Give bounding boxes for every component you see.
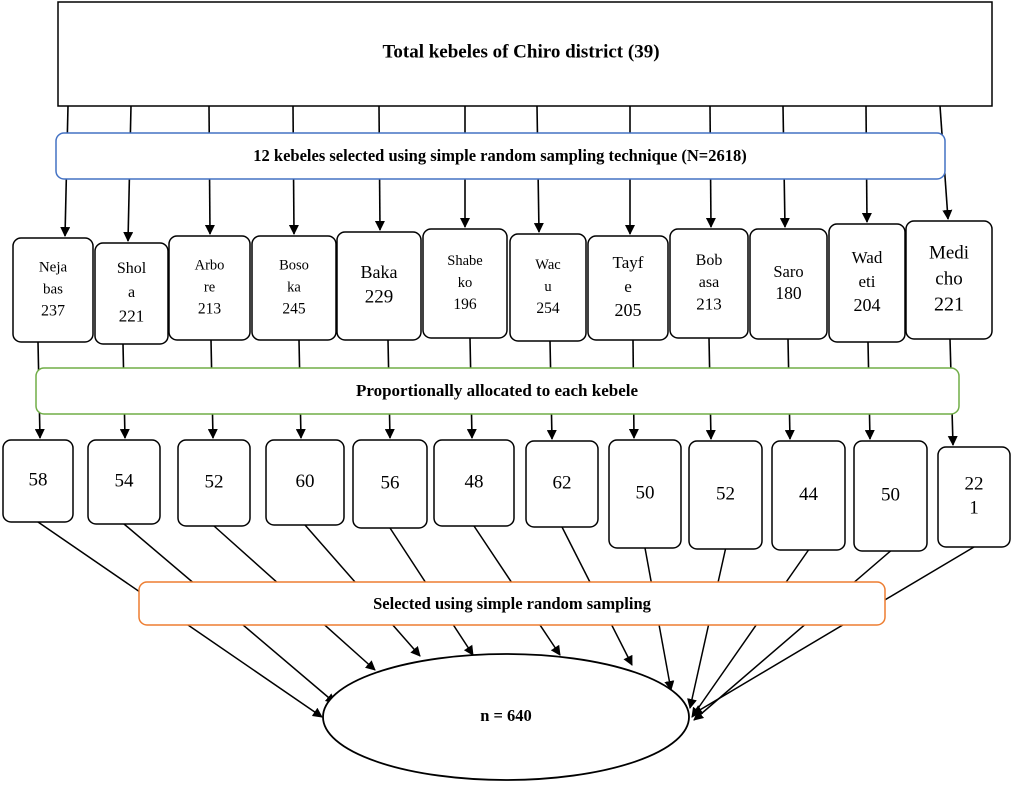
sample-size: 52 bbox=[205, 471, 224, 492]
kebele-name: Neja bbox=[39, 259, 68, 275]
kebele-box: Wac u 254 bbox=[509, 233, 587, 342]
kebele-box: Arbo re 213 bbox=[168, 235, 251, 341]
kebele-box: Saro 180 bbox=[749, 228, 828, 340]
sample-size: 54 bbox=[115, 470, 135, 491]
kebele-name: Arbo bbox=[195, 257, 225, 273]
kebele-box: Baka 229 bbox=[336, 231, 422, 341]
kebele-name: Tayf bbox=[613, 253, 644, 272]
sample-size: 62 bbox=[553, 472, 572, 493]
kebele-box: Wad eti 204 bbox=[828, 223, 906, 343]
total-kebeles-box: Total kebeles of Chiro district (39) bbox=[57, 1, 993, 107]
kebele-total: 237 bbox=[41, 303, 65, 320]
kebele-name: ko bbox=[458, 275, 473, 291]
kebele-box: Shol a 221 bbox=[94, 242, 169, 345]
kebele-name: Wac bbox=[535, 257, 560, 273]
allocation-band: Proportionally allocated to each kebele bbox=[35, 367, 960, 415]
kebele-name: Wad bbox=[852, 248, 883, 267]
kebele-total: 221 bbox=[119, 306, 145, 325]
kebele-total: 213 bbox=[696, 294, 722, 313]
kebele-name: Boso bbox=[279, 257, 309, 273]
sample-box: 221 bbox=[937, 446, 1011, 548]
result-label: n = 640 bbox=[480, 706, 532, 725]
sample-box: 54 bbox=[87, 439, 161, 525]
kebele-box: Bob asa 213 bbox=[669, 228, 749, 339]
selection-band: 12 kebeles selected using simple random … bbox=[55, 132, 946, 180]
sample-size: 52 bbox=[716, 483, 735, 504]
kebele-name: Shol bbox=[117, 260, 147, 277]
final-selection-band: Selected using simple random sampling bbox=[138, 581, 886, 626]
kebele-total: 254 bbox=[536, 300, 560, 317]
sample-size: 50 bbox=[636, 482, 655, 503]
sample-size: 22 bbox=[965, 473, 984, 494]
kebele-name: a bbox=[128, 284, 135, 301]
kebele-name: Medi bbox=[929, 242, 969, 263]
kebele-name: Shabe bbox=[447, 253, 482, 269]
sample-size: 50 bbox=[881, 484, 900, 505]
sample-box: 60 bbox=[265, 439, 345, 526]
sample-box: 62 bbox=[525, 440, 599, 528]
kebele-box: Shabe ko 196 bbox=[422, 228, 508, 339]
sample-box: 52 bbox=[688, 440, 763, 550]
kebele-name: Saro bbox=[773, 262, 803, 281]
sample-size: 48 bbox=[465, 471, 484, 492]
kebele-name: ka bbox=[287, 279, 301, 295]
kebele-name: re bbox=[204, 279, 215, 295]
selection-arrow bbox=[692, 546, 975, 715]
kebele-total: 229 bbox=[365, 286, 394, 307]
sample-box: 58 bbox=[2, 439, 74, 523]
kebele-name: bas bbox=[43, 281, 63, 297]
sample-box: 48 bbox=[433, 439, 515, 527]
kebele-name: u bbox=[544, 279, 551, 295]
selection-label: 12 kebeles selected using simple random … bbox=[253, 146, 746, 165]
sample-box: 44 bbox=[771, 440, 846, 551]
sample-box: 50 bbox=[853, 440, 928, 552]
kebele-total: 213 bbox=[198, 301, 222, 318]
sample-size: 44 bbox=[799, 484, 819, 505]
kebele-box: Medi cho 221 bbox=[905, 220, 993, 340]
kebele-total: 245 bbox=[282, 301, 306, 318]
sample-box: 50 bbox=[608, 439, 682, 549]
kebele-box: Neja bas 237 bbox=[12, 237, 94, 343]
final-selection-label: Selected using simple random sampling bbox=[373, 594, 652, 613]
selection-arrow bbox=[691, 549, 810, 718]
sample-box: 56 bbox=[352, 439, 428, 529]
kebele-total: 205 bbox=[615, 300, 642, 320]
kebele-name: Baka bbox=[361, 262, 398, 282]
kebele-total: 196 bbox=[453, 296, 477, 313]
kebele-name: e bbox=[624, 277, 632, 296]
kebele-box: Tayf e 205 bbox=[587, 235, 669, 341]
result-ellipse: n = 640 bbox=[322, 653, 690, 781]
kebele-name: asa bbox=[699, 274, 719, 291]
sample-size: 58 bbox=[29, 469, 48, 490]
kebele-total: 204 bbox=[854, 295, 881, 315]
kebele-box: Boso ka 245 bbox=[251, 235, 337, 341]
kebele-name: eti bbox=[859, 272, 876, 291]
allocation-label: Proportionally allocated to each kebele bbox=[356, 381, 638, 400]
sample-box: 52 bbox=[177, 439, 251, 527]
kebele-row: Neja bas 237 Shol a 221 Arbo re 213 Boso ka 245 Baka… bbox=[12, 220, 993, 345]
sample-size: 60 bbox=[296, 471, 315, 492]
kebele-name: cho bbox=[935, 268, 962, 289]
kebele-name: Bob bbox=[696, 252, 723, 269]
selection-arrow bbox=[693, 550, 891, 721]
sample-size: 56 bbox=[381, 472, 400, 493]
kebele-total: 180 bbox=[775, 283, 802, 303]
kebele-total: 221 bbox=[934, 294, 964, 316]
selection-arrow bbox=[687, 548, 727, 709]
total-kebeles-title: Total kebeles of Chiro district (39) bbox=[382, 41, 659, 62]
sample-size: 1 bbox=[969, 497, 979, 518]
